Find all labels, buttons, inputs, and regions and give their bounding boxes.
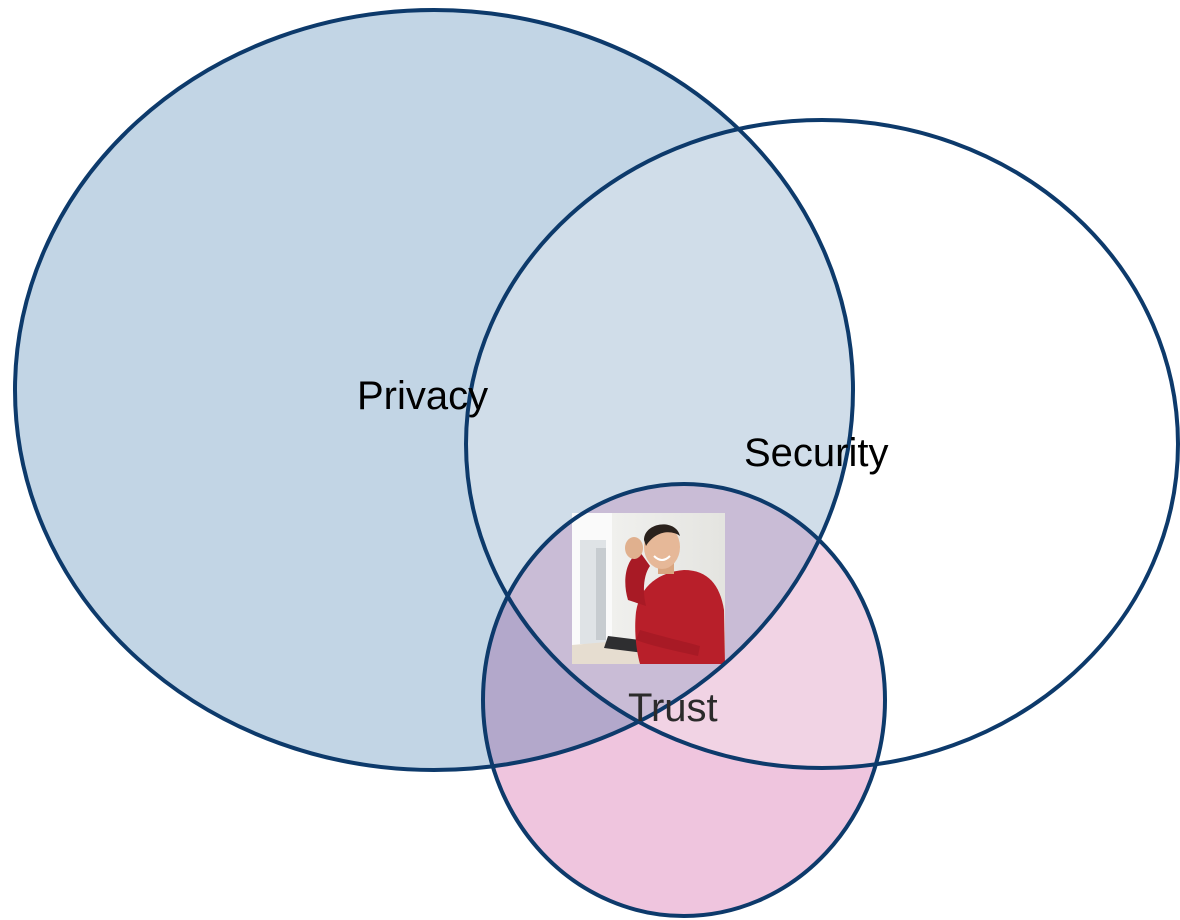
- privacy-label: Privacy: [357, 374, 488, 418]
- person-at-computer-photo: [572, 513, 725, 664]
- privacy-circle-outline: [13, 8, 855, 772]
- security-circle-outline: [464, 118, 1180, 770]
- trust-label: Trust: [628, 686, 718, 730]
- trust-circle-outline: [481, 482, 887, 918]
- security-label: Security: [744, 431, 889, 475]
